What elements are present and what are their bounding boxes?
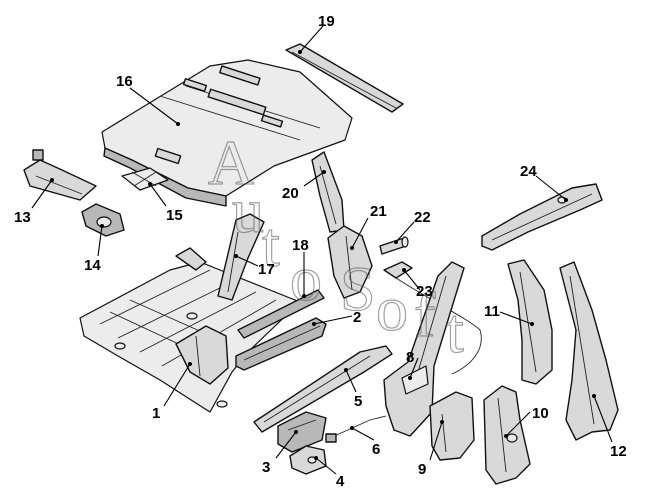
watermark-letter: u bbox=[232, 175, 264, 246]
watermark-letter: f bbox=[414, 279, 436, 350]
callout-14: 14 bbox=[84, 257, 101, 274]
part-3-bracket bbox=[277, 411, 327, 453]
part-21-pillar-panel bbox=[327, 225, 373, 299]
callout-16: 16 bbox=[116, 73, 133, 90]
part-11-pillar bbox=[507, 259, 553, 385]
callout-12: 12 bbox=[610, 443, 627, 460]
callout-11: 11 bbox=[484, 303, 500, 320]
callout-3: 3 bbox=[262, 459, 270, 476]
watermark-letter: t bbox=[262, 209, 280, 280]
callout-24: 24 bbox=[520, 163, 537, 180]
watermark-letter: S bbox=[340, 253, 376, 324]
callout-13: 13 bbox=[14, 209, 31, 226]
callout-23: 23 bbox=[416, 283, 433, 300]
part-2-sill-rail bbox=[235, 317, 327, 371]
part-18-rail bbox=[237, 289, 325, 339]
callout-2: 2 bbox=[353, 309, 361, 326]
callout-10: 10 bbox=[532, 405, 549, 422]
leader-lines bbox=[31, 25, 613, 475]
callout-21: 21 bbox=[370, 203, 387, 220]
part-19-roof-strip bbox=[285, 43, 404, 113]
part-8-pillar-lower bbox=[383, 261, 465, 437]
part-20-pillar bbox=[311, 151, 345, 233]
part-16-roof-panel bbox=[101, 59, 353, 207]
part-15-bracket bbox=[121, 167, 169, 191]
callout-5: 5 bbox=[354, 393, 362, 410]
callout-9: 9 bbox=[418, 461, 426, 478]
watermark-letter: o bbox=[290, 243, 322, 314]
part-17-brace bbox=[217, 213, 265, 301]
part-22-pin bbox=[379, 236, 409, 255]
part-24-roof-bow bbox=[481, 183, 603, 251]
callout-1: 1 bbox=[152, 405, 160, 422]
latch-cable bbox=[395, 277, 482, 375]
callout-18: 18 bbox=[292, 237, 309, 254]
part-13-sun-visor bbox=[23, 149, 97, 201]
callout-labels: 1 2 3 4 5 6 8 9 10 11 12 13 14 15 16 17 … bbox=[14, 13, 627, 490]
watermark-letter: o bbox=[376, 273, 408, 344]
callout-22: 22 bbox=[414, 209, 431, 226]
part-23-clip bbox=[383, 261, 413, 279]
callout-20: 20 bbox=[282, 185, 299, 202]
callout-15: 15 bbox=[166, 207, 183, 224]
watermark: A u t o S o f t bbox=[207, 126, 464, 366]
callout-4: 4 bbox=[336, 473, 345, 490]
part-6-cable bbox=[325, 415, 387, 443]
callout-19: 19 bbox=[318, 13, 335, 30]
part-9-plate bbox=[429, 391, 475, 461]
part-14-visor-holder bbox=[81, 203, 125, 237]
part-1-seat-bracket bbox=[175, 325, 229, 385]
callout-17: 17 bbox=[258, 261, 275, 278]
part-5-outer-sill bbox=[253, 345, 393, 433]
callout-6: 6 bbox=[372, 441, 380, 458]
watermark-letter: A bbox=[208, 127, 254, 198]
part-12-pillar bbox=[559, 261, 619, 441]
callout-8: 8 bbox=[406, 349, 414, 366]
watermark-letter: t bbox=[446, 295, 464, 366]
